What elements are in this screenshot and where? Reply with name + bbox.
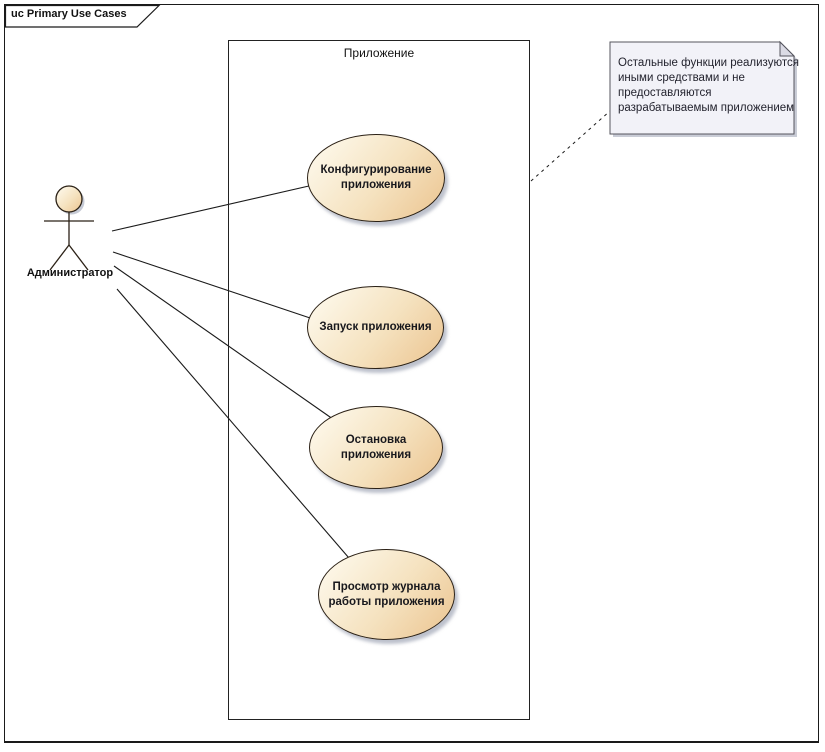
use-case-label-line: приложения: [340, 448, 412, 461]
system-boundary-label: Приложение: [343, 46, 415, 60]
association-line-view-log: [116, 288, 356, 566]
note[interactable]: [609, 40, 797, 137]
actor-right-leg: [68, 244, 89, 271]
system-boundary[interactable]: Приложение: [228, 40, 530, 720]
note-text-line: иными средствами и не: [618, 72, 745, 84]
use-case-label-line: Запуск приложения: [319, 321, 432, 333]
use-case-configure-application[interactable]: Конфигурирование приложения: [307, 134, 445, 222]
note-text: Остальные функции реализуются иными сред…: [618, 56, 799, 116]
use-case-label-line: Просмотр журнала: [332, 580, 441, 593]
actor-figure[interactable]: [44, 185, 94, 271]
association-line-start: [112, 251, 323, 323]
frame-tab-shape: [4, 4, 161, 28]
use-case-start-application[interactable]: Запуск приложения: [307, 286, 444, 369]
note-text-line: разрабатываемым приложением: [618, 102, 795, 114]
note-body[interactable]: [609, 41, 795, 135]
use-case-view-application-log[interactable]: Просмотр журнала работы приложения: [318, 549, 455, 640]
use-case-label-line: приложения: [340, 179, 412, 191]
actor-left-leg: [49, 244, 70, 271]
note-text-line: предоставляются: [618, 87, 712, 99]
association-line-configure: [111, 182, 323, 232]
actor-label: Администратор: [26, 267, 114, 279]
association-line-stop: [113, 265, 341, 425]
frame-title: uc Primary Use Cases: [11, 8, 127, 20]
diagram-frame: [4, 4, 819, 743]
use-case-label-line: работы приложения: [328, 595, 445, 608]
use-case-label-line: Остановка: [345, 433, 407, 446]
note-text-line: Остальные функции реализуются: [618, 57, 799, 69]
use-case-label-line: Конфигурирование: [320, 164, 432, 176]
note-fold-corner-icon: [779, 40, 796, 57]
use-case-stop-application[interactable]: Остановка приложения: [309, 406, 443, 489]
